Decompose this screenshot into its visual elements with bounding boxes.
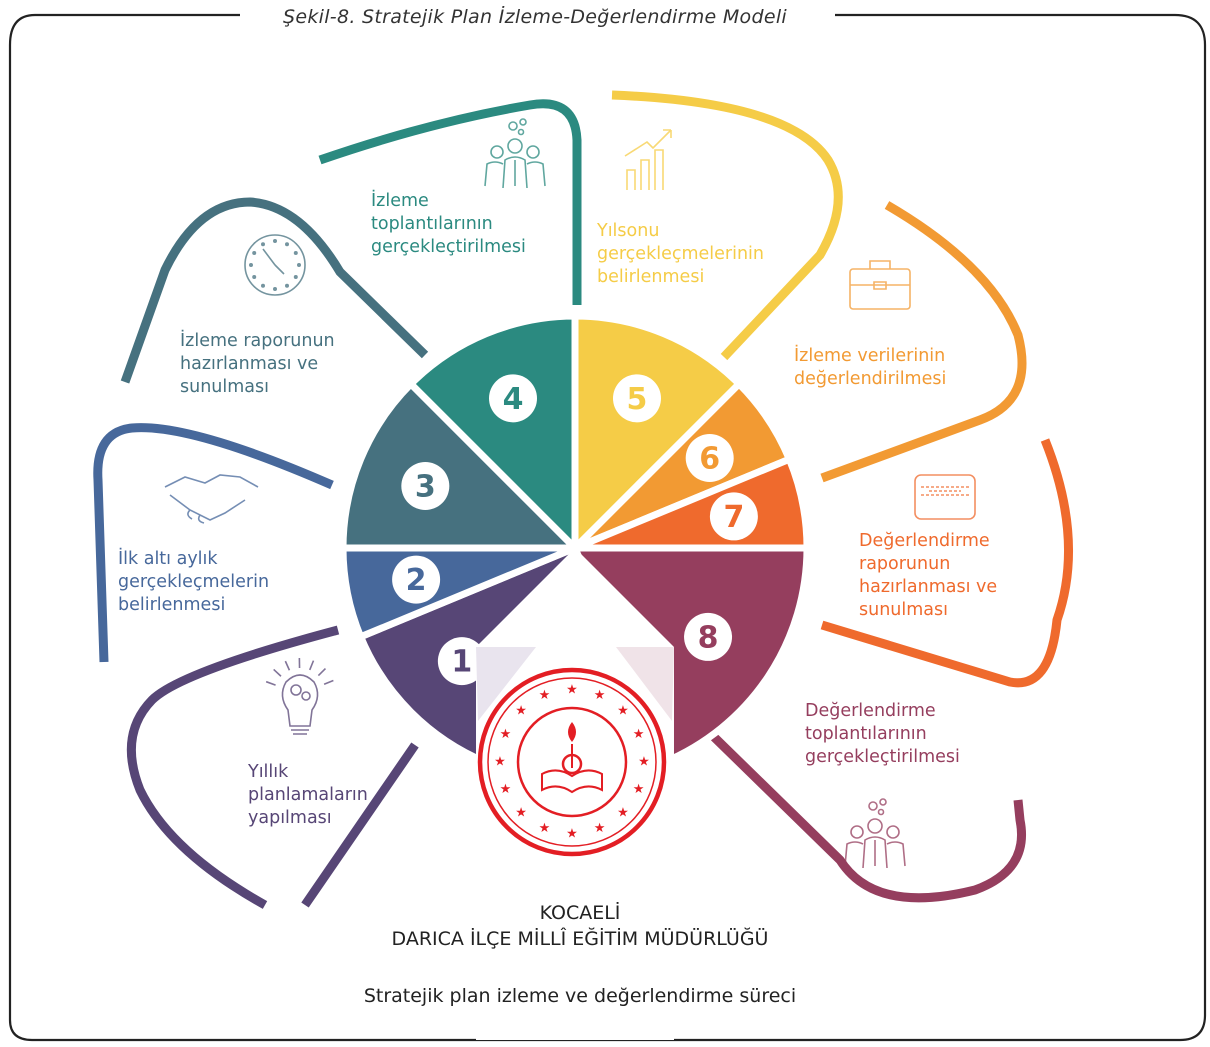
step-5-number: 5: [627, 382, 648, 417]
step-2-badge: [392, 555, 441, 604]
svg-text:★: ★: [566, 683, 578, 698]
center-wheel: 1 2 3 4 5 67 8: [339, 312, 811, 767]
arc-step-4: [318, 99, 582, 305]
svg-text:★: ★: [494, 755, 506, 770]
step-3-number: 3: [415, 470, 436, 505]
step-3-badge: [401, 462, 450, 511]
footer-directorate: DARICA İLÇE MİLLÎ EĞİTİM MÜDÜRLÜĞÜ: [391, 928, 769, 950]
step-1-badge: [437, 637, 486, 686]
step-6-label: İzleme verilerinin değerlendirilmesi: [794, 346, 947, 389]
ministry-seal-logo: ★★★★★★★★★★★★★★★★: [477, 667, 667, 857]
svg-text:★: ★: [633, 727, 645, 742]
svg-text:★: ★: [500, 782, 512, 797]
step-5-label: Yılsonu gerçekleçmelerinin belirlenmesi: [597, 221, 765, 287]
shadow-right: [615, 646, 674, 721]
svg-text:★: ★: [594, 688, 606, 703]
step-8-label: Değerlendirme toplantılarının gerçekleçt…: [805, 701, 960, 767]
step-icons: [164, 118, 976, 869]
svg-text:★: ★: [594, 821, 606, 836]
step-8-badge: [684, 612, 733, 661]
wedge-5: [571, 312, 744, 557]
step-7-number: 7: [723, 500, 744, 535]
footer-city: KOCAELİ: [539, 902, 621, 924]
arc-step-8: [708, 731, 1026, 903]
figure-caption: Şekil-8. Stratejik Plan İzleme-Değerlend…: [282, 6, 787, 28]
arc-step-5: [611, 90, 843, 361]
step-2-label: İlk altı aylık gerçekleçmelerin belirlen…: [118, 549, 270, 615]
briefcase-icon: [849, 260, 911, 310]
step-5-badge: [612, 374, 661, 423]
step-4-badge: [489, 374, 538, 423]
svg-text:★: ★: [539, 688, 551, 703]
center-mask: [476, 548, 674, 1040]
report-device-icon: [914, 474, 976, 520]
svg-text:★: ★: [633, 782, 645, 797]
svg-text:★: ★: [515, 805, 527, 820]
lightbulb-gears-icon: [265, 657, 334, 735]
clock-icon: [244, 234, 306, 296]
team-gears-icon: [484, 118, 546, 189]
growth-chart-icon: [624, 129, 672, 190]
arc-step-6: [820, 201, 1027, 483]
wedge-3: [339, 379, 584, 552]
arc-step-2: [93, 423, 334, 663]
step-2-number: 2: [406, 563, 427, 598]
svg-text:★: ★: [500, 727, 512, 742]
step-8-number: 8: [698, 620, 719, 655]
svg-text:★: ★: [617, 805, 629, 820]
handshake-icon: [164, 474, 259, 524]
svg-text:★: ★: [566, 827, 578, 842]
arc-step-3: [120, 197, 429, 384]
step-6-number: 6: [699, 441, 720, 476]
svg-text:★: ★: [539, 821, 551, 836]
svg-text:★: ★: [515, 704, 527, 719]
shadow-left: [476, 646, 537, 721]
arc-step-1: [126, 625, 419, 909]
footer-subtitle: Stratejik plan izleme ve değerlendirme s…: [363, 985, 797, 1007]
svg-text:★: ★: [638, 755, 650, 770]
step-3-label: İzleme raporunun hazırlanması ve sunulma…: [180, 331, 335, 397]
step-4-label: İzleme toplantılarının gerçekleçtirilmes…: [371, 191, 526, 257]
step-4-number: 4: [503, 382, 524, 417]
step-1-label: Yıllık planlamaların yapılması: [248, 762, 368, 828]
wedge-8: [569, 544, 811, 767]
team-gears-icon: [844, 798, 906, 869]
svg-text:★: ★: [617, 704, 629, 719]
step-7-label: Değerlendirme raporunun hazırlanması ve …: [859, 531, 998, 620]
step-7-badge: [709, 492, 758, 541]
arc-step-7: [820, 438, 1074, 688]
step-1-number: 1: [451, 645, 472, 680]
outer-arcs: [93, 90, 1074, 909]
wedge-4: [406, 312, 579, 557]
step-6-badge: [685, 433, 734, 482]
